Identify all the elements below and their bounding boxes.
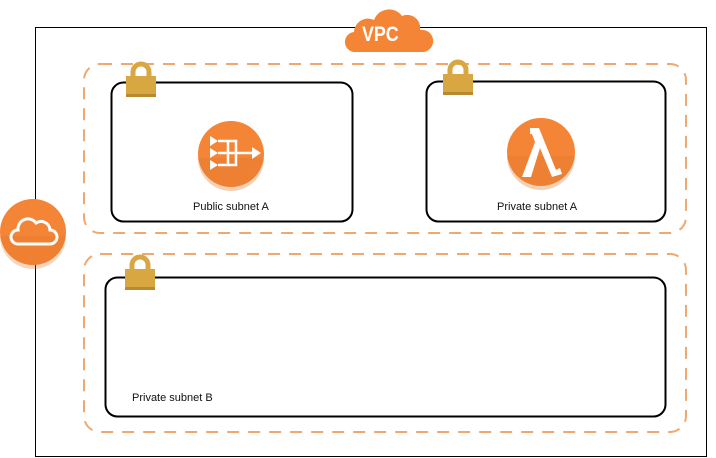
subnet-label: Private subnet A [497, 201, 578, 213]
lock-icon [443, 59, 473, 95]
lock-icon [126, 61, 156, 97]
internet-cloud-icon[interactable] [0, 199, 66, 269]
subnet-label: Private subnet B [132, 392, 213, 404]
vpc-label: VPC [362, 23, 399, 46]
nat-gateway-icon[interactable] [198, 121, 264, 191]
lock-icon [125, 254, 155, 290]
lambda-icon[interactable] [507, 118, 575, 190]
az-group-1[interactable] [83, 63, 687, 234]
vpc-cloud-icon[interactable] [344, 9, 434, 53]
az-group-2[interactable] [83, 253, 687, 433]
subnet-label: Public subnet A [193, 201, 269, 213]
subnet-private-b[interactable] [104, 276, 667, 418]
